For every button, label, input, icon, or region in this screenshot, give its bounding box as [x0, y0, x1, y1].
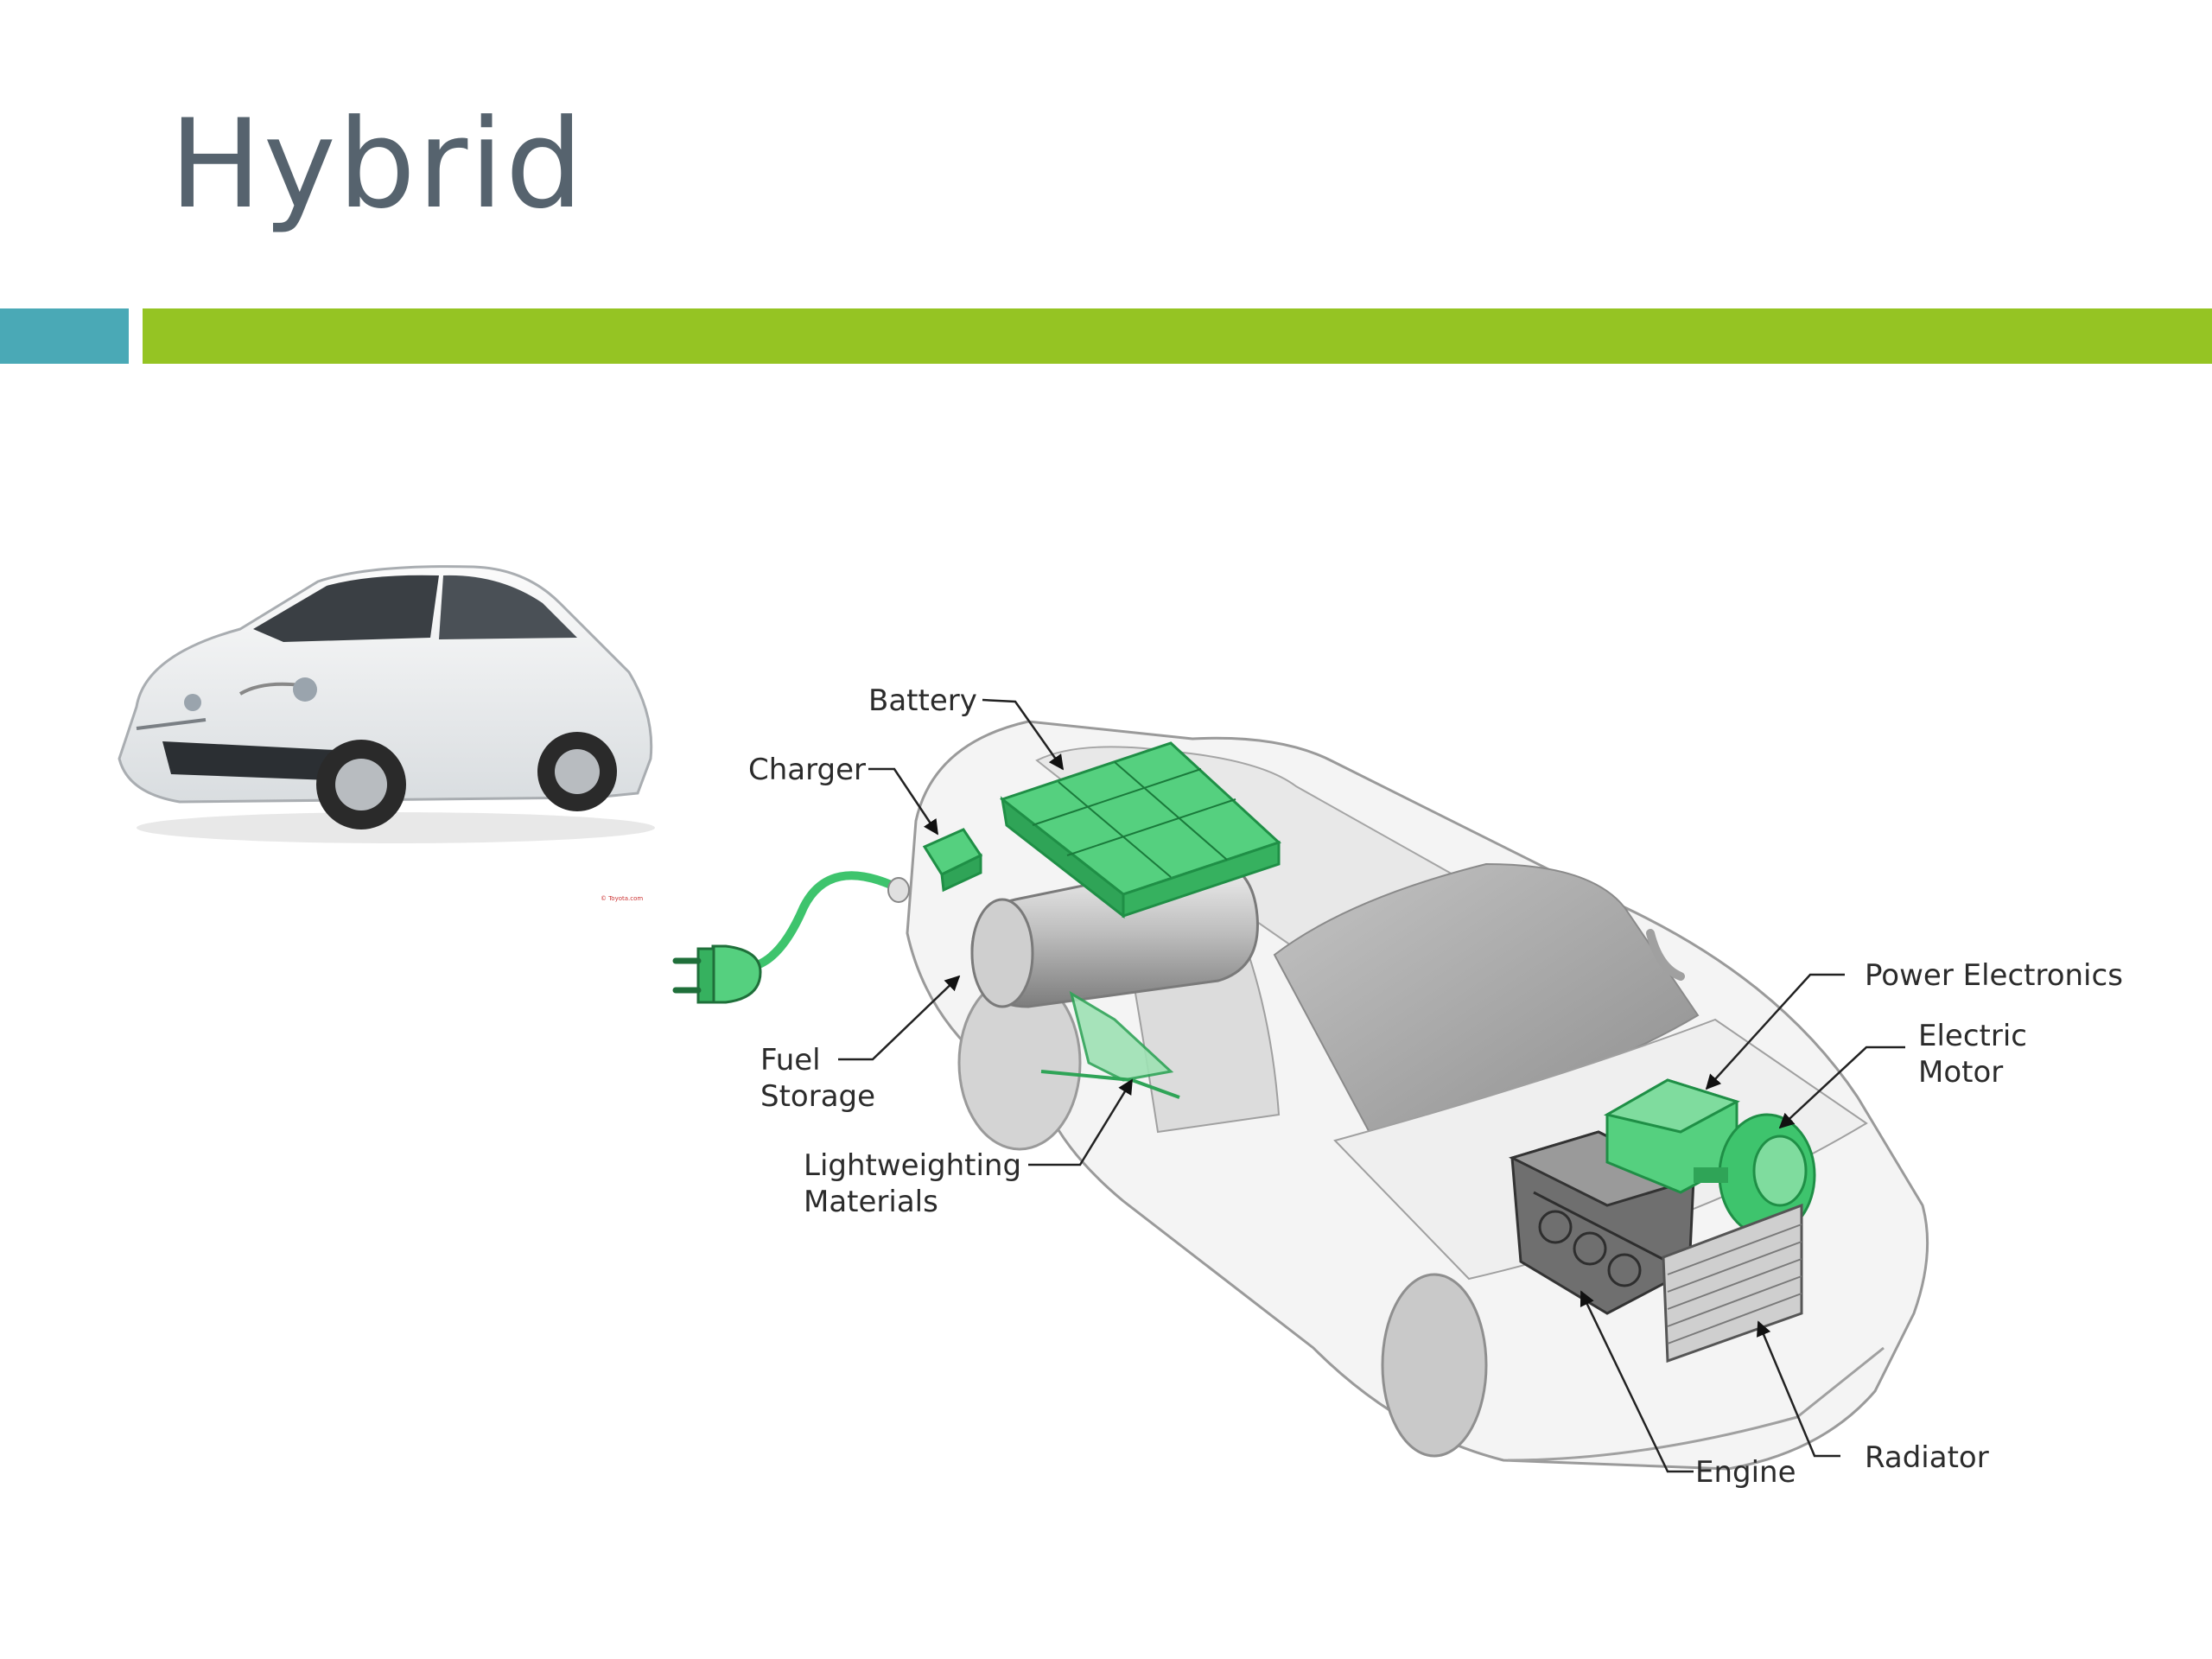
- label-electric-motor-line1: Electric: [1918, 1019, 2027, 1053]
- label-radiator: Radiator: [1865, 1440, 1989, 1475]
- title-accent-bar-teal: [0, 308, 129, 364]
- label-lightweighting-line2: Materials: [804, 1185, 938, 1219]
- electric-motor: [1694, 1113, 1816, 1237]
- slide-title: Hybrid: [169, 93, 585, 236]
- charging-cable-plug: [672, 871, 910, 1004]
- charger-module: [922, 828, 983, 893]
- fuel-storage-tank: [970, 858, 1259, 1008]
- label-power-electronics: Power Electronics: [1865, 958, 2123, 993]
- label-fuel-storage-line2: Storage: [760, 1079, 875, 1114]
- label-electric-motor-line2: Motor: [1918, 1055, 2003, 1090]
- image-credit: © Toyota.com: [601, 895, 643, 902]
- label-battery: Battery: [868, 683, 977, 718]
- leader-lines: [838, 698, 1905, 1473]
- battery-pack: [999, 741, 1281, 919]
- hybrid-car-photo: [118, 565, 655, 843]
- label-charger: Charger: [748, 753, 866, 787]
- label-engine: Engine: [1695, 1455, 1796, 1490]
- label-lightweighting-line1: Lightweighting: [804, 1148, 1021, 1183]
- label-fuel-storage-line1: Fuel: [760, 1043, 821, 1077]
- title-accent-bar-green: [143, 308, 2212, 364]
